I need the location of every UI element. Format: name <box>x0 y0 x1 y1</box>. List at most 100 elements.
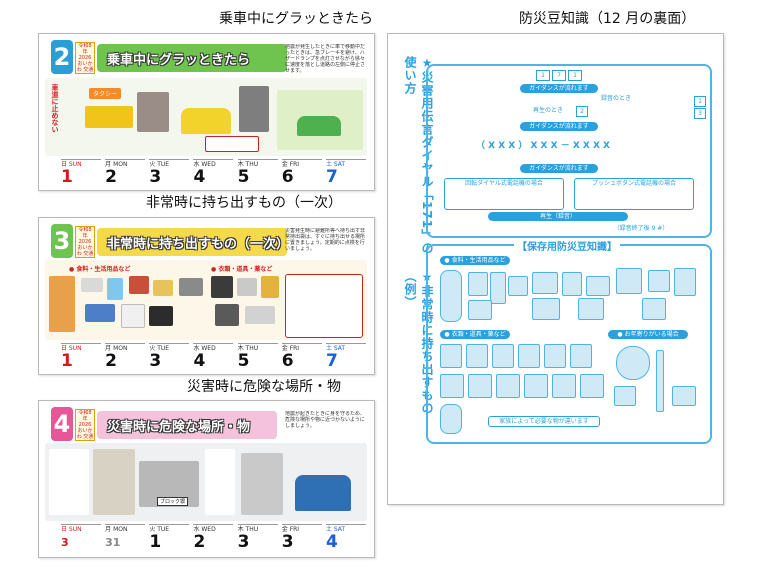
phone-number-pattern: （ X X X ） X X X － X X X X <box>476 141 610 151</box>
vehicle-illustration <box>295 475 351 511</box>
dial-171-box: 1 7 1 ガイダンスが流れます 録音のとき 1 再生のとき 2 3 ガイダンス… <box>426 64 712 238</box>
item-icon <box>496 374 520 398</box>
dial-digit: 1 <box>568 70 582 81</box>
page-title: 乗車中にグラッときたら <box>97 44 287 72</box>
page-number: 2 <box>51 40 73 74</box>
item-icon <box>532 298 560 320</box>
item-icon <box>578 298 604 320</box>
cane-icon <box>656 350 664 412</box>
car-illustration <box>181 108 231 134</box>
caption-page3: 非常時に持ち出すもの（一次） <box>146 195 342 211</box>
person-illustration <box>49 276 75 332</box>
elderly-person-icon <box>616 346 650 380</box>
building-illustration <box>241 453 283 515</box>
item-icon <box>524 374 548 398</box>
calendar-sheet-page2: 2 令和8年 2026 おいかわ 交通と安全 乗車中にグラッときたら 地震が発生… <box>38 33 375 191</box>
record-label: 録音のとき <box>596 94 636 103</box>
item-icon <box>129 276 149 294</box>
description-text: 災害発生時に避難所等へ持ち出す非常持出袋は、すぐに持ち出せる場所に置きましょう。… <box>285 228 366 252</box>
guidance-pill: ガイダンスが流れます <box>520 164 598 173</box>
item-icon <box>153 280 173 296</box>
taxi-illustration <box>85 106 133 128</box>
item-icon <box>440 374 464 398</box>
year-badge: 令和8年 2026 おいかわ 交通と安全 <box>75 42 95 74</box>
block-wall-tag: ブロック塀 <box>157 497 189 506</box>
item-icon <box>211 276 233 298</box>
item-icon <box>586 276 610 296</box>
baby-items-box <box>285 274 363 338</box>
item-icon <box>642 298 666 320</box>
code-1: 1 <box>694 96 706 107</box>
person-icon <box>440 404 462 434</box>
footer-note: 家族によって必要な物が違います <box>488 416 600 427</box>
food-label: ● 食料・生活用品など <box>440 256 510 265</box>
elderly-label: ● お年寄りがいる場合 <box>608 330 688 339</box>
page-number: 3 <box>51 224 73 258</box>
illustration-panel: 車道に止めない タクシー <box>45 78 367 156</box>
item-icon <box>215 304 239 326</box>
section-label: ● 食料・生活用品など <box>69 266 131 273</box>
section-label: ● 衣類・道具・薬など <box>211 266 273 273</box>
december-back-sheet: ★災害用伝言ダイヤル「171」の使い方 ★非常時に持ち出すもの（例） 1 7 1… <box>387 33 724 505</box>
caption-page2: 乗車中にグラッときたら <box>219 11 373 27</box>
page-title: 災害時に危険な場所・物 <box>97 411 277 439</box>
text-column <box>205 449 235 515</box>
page-number: 4 <box>51 407 73 441</box>
item-icon <box>508 276 528 296</box>
code-2: 2 <box>576 106 588 117</box>
description-text: 地震が発生したときに車で移動中だったときは、急ブレーキを避け、ハザードランプを点… <box>285 44 366 74</box>
clothing-label: ● 衣類・道具・薬など <box>440 330 510 339</box>
side-text: 車道に止めない <box>51 84 59 133</box>
playback-bar: 再生（録音） <box>488 212 628 221</box>
item-icon <box>518 344 540 368</box>
item-icon <box>614 386 636 406</box>
warning-note <box>205 136 259 152</box>
item-icon <box>468 374 492 398</box>
calendar-sheet-page4: 4 令和8年 2026 おいかわ 交通と安全 災害時に危険な場所・物 地震が起き… <box>38 400 375 558</box>
calendar-sheet-page3: 3 令和8年 2026 おいかわ 交通と安全 非常時に持ち出すもの（一次） 災害… <box>38 217 375 375</box>
item-icon <box>121 304 145 328</box>
item-icon <box>149 306 173 326</box>
dial-digit: 1 <box>536 70 550 81</box>
people-illustration <box>137 92 169 132</box>
rotary-phone-box: 回転ダイヤル式電話機の場合 <box>444 178 564 210</box>
item-icon <box>492 344 514 368</box>
item-icon <box>648 270 670 292</box>
text-column <box>49 449 89 515</box>
item-icon <box>552 374 576 398</box>
callout-tag: タクシー <box>89 88 122 99</box>
item-icon <box>440 344 462 368</box>
item-icon <box>261 276 279 298</box>
person-icon <box>440 270 462 322</box>
year-badge: 令和8年 2026 おいかわ 交通と安全 <box>75 409 95 441</box>
item-icon <box>107 278 123 300</box>
item-icon <box>562 272 582 296</box>
item-icon <box>532 272 558 294</box>
play-label: 再生のとき <box>528 106 568 115</box>
item-icon <box>245 306 275 324</box>
vending-machine-illustration <box>93 449 135 515</box>
item-icon <box>466 344 488 368</box>
item-icon <box>81 278 103 292</box>
item-icon <box>468 272 488 296</box>
page-title: 非常時に持ち出すもの（一次） <box>97 228 289 256</box>
